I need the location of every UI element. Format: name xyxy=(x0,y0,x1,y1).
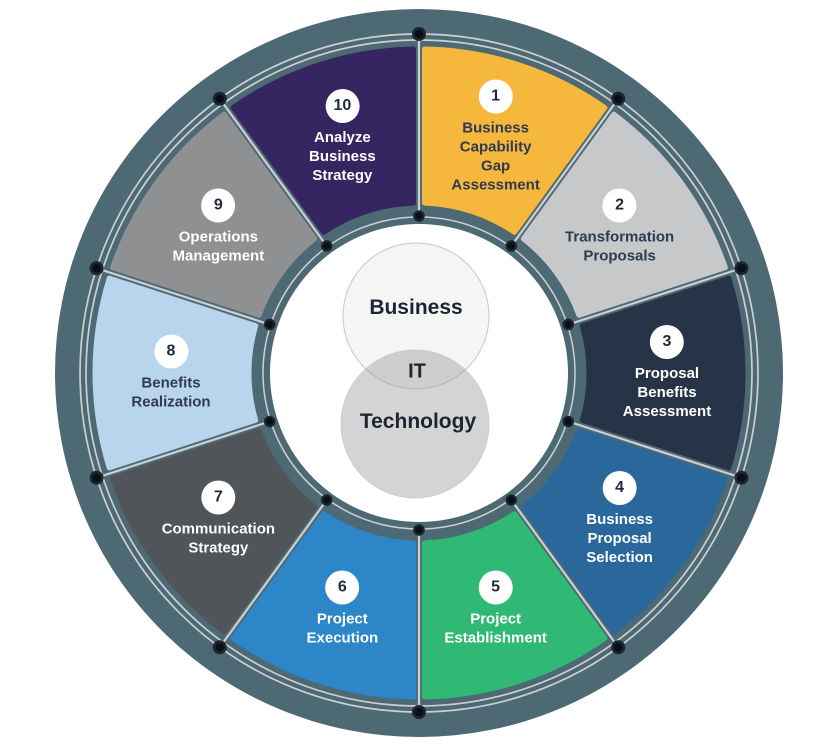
outer-node-dot xyxy=(613,642,623,652)
outer-node-dot xyxy=(92,263,101,273)
inner-node-dot xyxy=(323,242,331,250)
inner-node-dot xyxy=(266,417,274,426)
outer-node-dot xyxy=(737,263,746,273)
inner-node-dot xyxy=(507,496,515,504)
segment-divider-line xyxy=(567,420,742,479)
segment-5-wedge xyxy=(422,511,608,700)
venn-technology-circle xyxy=(340,349,490,499)
segment-divider-line xyxy=(218,499,328,648)
outer-node-dot xyxy=(215,642,225,652)
outer-node-dot xyxy=(613,94,623,104)
venn-business-circle xyxy=(342,242,490,390)
segment-divider-line xyxy=(510,499,620,648)
segment-divider-line xyxy=(567,267,742,326)
outer-node-dot xyxy=(737,473,746,483)
inner-node-dot xyxy=(564,417,572,426)
segment-8-wedge xyxy=(92,275,259,471)
segment-divider-line xyxy=(96,420,271,479)
segment-7-wedge xyxy=(110,428,318,635)
outer-node-dot xyxy=(215,94,225,104)
outer-node-dot xyxy=(414,707,424,717)
inner-node-dot xyxy=(266,320,274,329)
segment-4-wedge xyxy=(520,428,728,635)
segment-3-wedge xyxy=(579,275,746,471)
inner-node-dot xyxy=(415,526,423,534)
segment-divider-line xyxy=(218,98,328,247)
outer-node-dot xyxy=(92,473,101,483)
outer-node-dot xyxy=(414,29,424,39)
segment-6-wedge xyxy=(230,511,416,700)
segment-10-wedge xyxy=(230,46,416,235)
segment-divider-line xyxy=(510,98,620,247)
inner-node-dot xyxy=(507,242,515,250)
inner-node-dot xyxy=(415,212,423,220)
inner-node-dot xyxy=(323,496,331,504)
segment-divider-line xyxy=(96,267,271,326)
inner-node-dot xyxy=(564,320,572,329)
segment-1-wedge xyxy=(422,46,608,235)
